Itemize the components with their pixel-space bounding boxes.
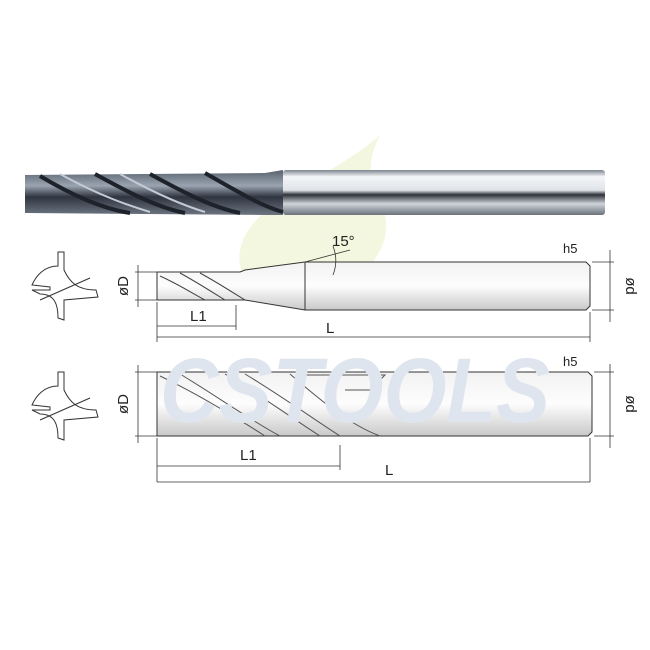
tolerance-label: h5 xyxy=(563,354,577,369)
cross-section-icon xyxy=(31,251,99,321)
shank-diameter-label: ød xyxy=(622,277,639,295)
overall-length-label: L xyxy=(385,462,393,479)
shank-diameter-label: ød xyxy=(622,395,639,413)
diagram-long-flute-dimensions: h5 øD ød L1 L xyxy=(115,354,639,483)
watermark-text: CSTOOLS xyxy=(160,340,550,442)
overall-length-label: L xyxy=(326,320,334,337)
diagram-long-flute xyxy=(31,371,593,441)
cutting-diameter-label: øD xyxy=(115,394,132,414)
cross-section-icon xyxy=(31,371,99,441)
end-mill-photo xyxy=(25,170,605,215)
flute-length-label: L1 xyxy=(240,447,257,464)
cutting-diameter-label: øD xyxy=(115,276,132,296)
angle-label: 15° xyxy=(332,233,355,250)
tolerance-label: h5 xyxy=(563,241,577,256)
diagram-standard: 15° h5 øD ød L1 L xyxy=(31,233,639,342)
flute-length-label: L1 xyxy=(190,308,207,325)
